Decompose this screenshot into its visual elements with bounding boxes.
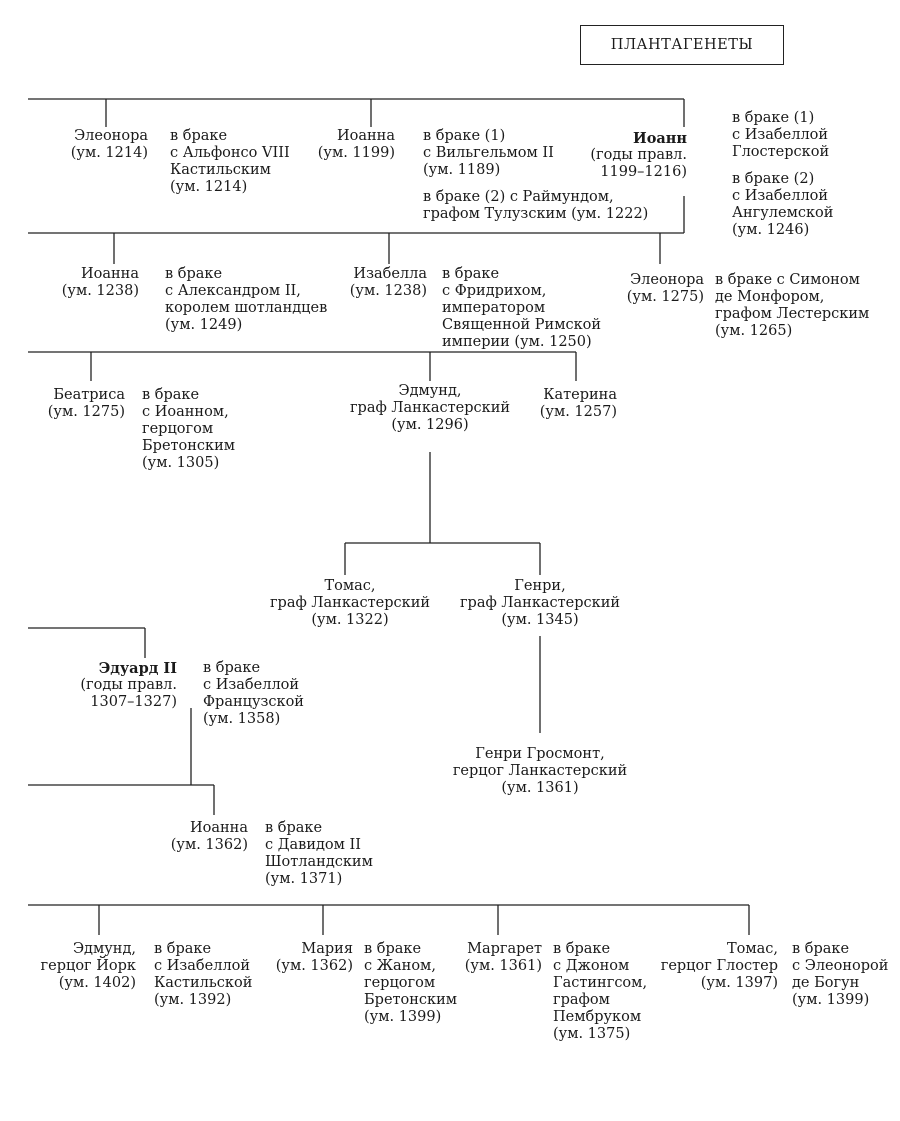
tomas-gloucester-spouse: в браке с Элеонорой де Богун (ум. 1399) bbox=[792, 941, 889, 1008]
tomas-gloucester: Томас, герцог Глостер (ум. 1397) bbox=[660, 941, 778, 991]
margaret-spouse: в браке с Джоном Гастингсом, графом Пемб… bbox=[553, 941, 648, 1042]
ioanna-name: Иоанна bbox=[337, 128, 395, 144]
eleonora-death: (ум. 1214) bbox=[70, 145, 148, 161]
genri-lancaster: Генри, граф Ланкастерский (ум. 1345) bbox=[459, 578, 621, 628]
edward-ii-reign: (годы правл. 1307–1327) bbox=[80, 677, 177, 710]
eleonora-spouse: в браке с Альфонсо VIII Кастильским (ум.… bbox=[170, 128, 290, 195]
margaret: Маргарет (ум. 1361) bbox=[464, 941, 542, 974]
beatrisa-name: Беатриса bbox=[53, 387, 125, 403]
ioanna-spouse-1: в браке (1) с Вильгельмом II (ум. 1189) bbox=[423, 128, 554, 178]
katerina-name: Катерина bbox=[543, 387, 617, 403]
izabella-spouse: в браке с Фридрихом, императором Священн… bbox=[442, 266, 602, 350]
ioanna-2-death: (ум. 1238) bbox=[61, 283, 139, 299]
ioanna-6-death: (ум. 1362) bbox=[170, 837, 248, 853]
edmund-york: Эдмунд, герцог Йорк (ум. 1402) bbox=[40, 941, 136, 991]
ioanna-6-name: Иоанна bbox=[190, 820, 248, 836]
katerina-death: (ум. 1257) bbox=[539, 404, 617, 420]
edward-ii-spouse: в браке с Изабеллой Французской (ум. 135… bbox=[203, 660, 304, 727]
edward-ii-name: Эдуард II bbox=[98, 660, 177, 677]
edmund-york-spouse: в браке с Изабеллой Кастильской (ум. 139… bbox=[154, 941, 253, 1008]
ioanna-6-spouse: в браке с Давидом II Шотландским (ум. 13… bbox=[265, 820, 373, 887]
ioanna-2-spouse: в браке с Александром II, королем шотлан… bbox=[165, 266, 328, 333]
eleonora-2-death: (ум. 1275) bbox=[626, 289, 704, 305]
dynasty-title: ПЛАНТАГЕНЕТЫ bbox=[580, 25, 784, 65]
eleonora-2-name: Элеонора bbox=[630, 272, 704, 288]
izabella-death: (ум. 1238) bbox=[349, 283, 427, 299]
henry-grosmont: Генри Гросмонт, герцог Ланкастерский (ум… bbox=[452, 746, 628, 796]
ioann-spouse-2: в браке (2) с Изабеллой Ангулемской (ум.… bbox=[732, 171, 834, 238]
ioann-name: Иоанн bbox=[633, 130, 687, 147]
beatrisa-death: (ум. 1275) bbox=[47, 404, 125, 420]
eleonora-2-spouse: в браке с Симоном де Монфором, графом Ле… bbox=[715, 272, 870, 339]
beatrisa-spouse: в браке с Иоанном, герцогом Бретонским (… bbox=[142, 387, 236, 471]
eleonora-name: Элеонора bbox=[74, 128, 148, 144]
maria: Мария (ум. 1362) bbox=[275, 941, 353, 974]
edmund-lancaster: Эдмунд, граф Ланкастерский (ум. 1296) bbox=[349, 383, 511, 433]
ioanna-2-name: Иоанна bbox=[81, 266, 139, 282]
tomas-lancaster: Томас, граф Ланкастерский (ум. 1322) bbox=[269, 578, 431, 628]
ioann-spouse-1: в браке (1) с Изабеллой Глостерской bbox=[732, 110, 830, 160]
izabella-name: Изабелла bbox=[353, 266, 427, 282]
maria-spouse: в браке с Жаном, герцогом Бретонским (ум… bbox=[364, 941, 458, 1025]
ioann-reign: (годы правл. 1199–1216) bbox=[590, 147, 687, 180]
ioanna-death: (ум. 1199) bbox=[317, 145, 395, 161]
ioanna-spouse-2: в браке (2) с Раймундом, графом Тулузски… bbox=[423, 189, 649, 222]
